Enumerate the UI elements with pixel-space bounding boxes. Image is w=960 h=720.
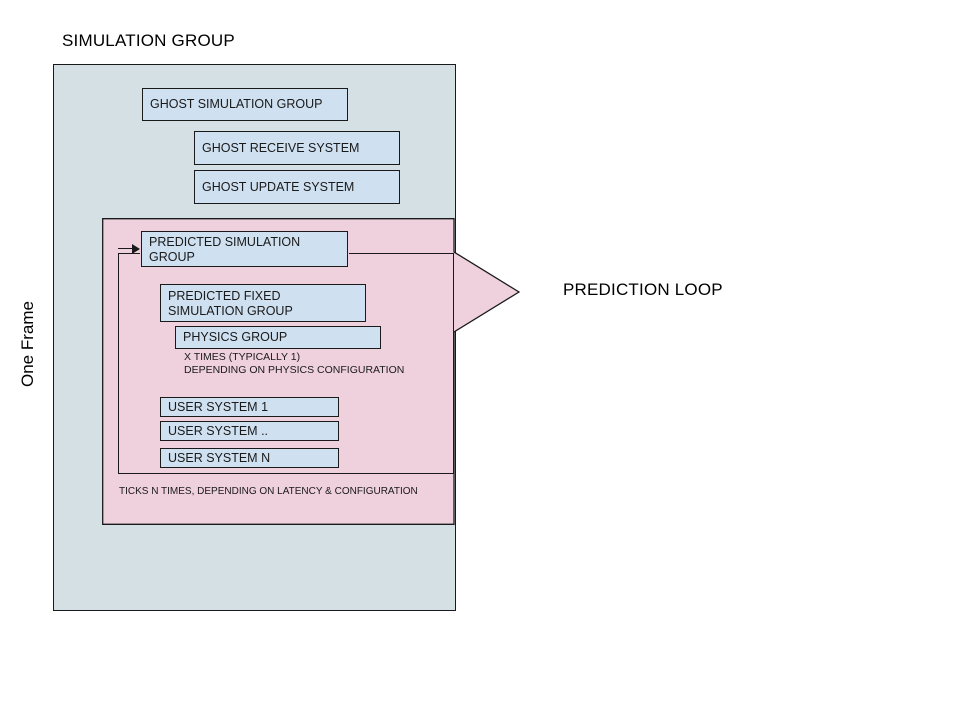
box-ghost-simulation-group[interactable]: GHOST SIMULATION GROUP xyxy=(142,88,348,121)
box-user-system-ellipsis[interactable]: USER SYSTEM .. xyxy=(160,421,339,441)
box-user-system-1[interactable]: USER SYSTEM 1 xyxy=(160,397,339,417)
box-predicted-fixed-simulation-group[interactable]: PREDICTED FIXED SIMULATION GROUP xyxy=(160,284,366,322)
page-title: SIMULATION GROUP xyxy=(62,31,235,50)
box-user-system-n[interactable]: USER SYSTEM N xyxy=(160,448,339,468)
box-physics-group[interactable]: PHYSICS GROUP xyxy=(175,326,381,349)
physics-repeat-note: X TIMES (TYPICALLY 1) DEPENDING ON PHYSI… xyxy=(184,351,405,376)
box-ghost-update-system[interactable]: GHOST UPDATE SYSTEM xyxy=(194,170,400,204)
loop-arrow-head-icon xyxy=(132,244,140,254)
prediction-loop-label: PREDICTION LOOP xyxy=(563,280,723,299)
loop-arrow-stem xyxy=(118,248,136,250)
one-frame-label: One Frame xyxy=(18,301,37,387)
box-ghost-receive-system[interactable]: GHOST RECEIVE SYSTEM xyxy=(194,131,400,165)
box-predicted-simulation-group[interactable]: PREDICTED SIMULATION GROUP xyxy=(141,231,348,267)
ticks-note: TICKS N TIMES, DEPENDING ON LATENCY & CO… xyxy=(119,486,418,497)
